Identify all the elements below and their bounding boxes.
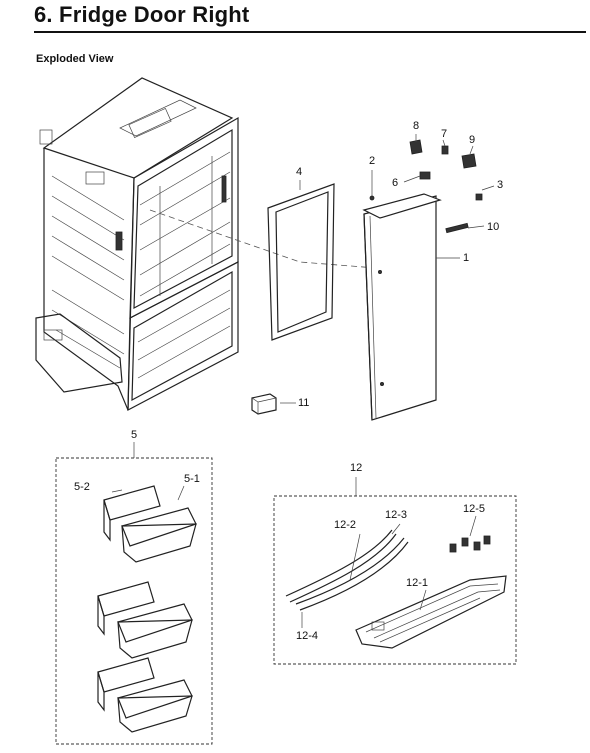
label-part-10: 10 (487, 221, 500, 233)
label-part-12: 12 (350, 462, 363, 474)
door-bins-group (55, 457, 213, 745)
part-2-screw (369, 195, 375, 201)
label-part-12-2: 12-2 (334, 519, 357, 531)
hinge-parts (369, 139, 483, 234)
label-part-8: 8 (413, 120, 420, 132)
fridge-door (362, 193, 442, 421)
title-rule (34, 31, 586, 33)
label-part-6: 6 (392, 177, 399, 189)
label-part-11: 11 (298, 397, 310, 409)
exploded-view-heading: Exploded View (36, 53, 114, 65)
label-part-1: 1 (463, 252, 470, 264)
refrigerator-cabinet (35, 77, 239, 412)
part-8-hinge (409, 139, 423, 155)
label-part-3: 3 (497, 179, 504, 191)
label-part-12-1: 12-1 (406, 577, 429, 589)
label-part-7: 7 (441, 128, 448, 140)
label-part-2: 2 (369, 155, 376, 167)
part-9-hinge (461, 153, 477, 169)
label-part-9: 9 (469, 134, 476, 146)
page-title: 6. Fridge Door Right (34, 2, 250, 27)
label-part-12-4: 12-4 (296, 630, 319, 642)
label-part-5-1: 5-1 (184, 473, 200, 485)
label-part-5: 5 (131, 429, 138, 441)
part-10-spring (445, 222, 469, 234)
assembly-guide-line (149, 209, 377, 269)
water-line-group (273, 495, 517, 665)
part-6-cap (419, 171, 431, 180)
leader-lines (133, 134, 495, 496)
part-11-block (251, 393, 277, 415)
door-gasket (267, 183, 335, 341)
label-part-4: 4 (296, 166, 303, 178)
part-3-screw (475, 193, 483, 201)
label-part-5-2: 5-2 (74, 481, 90, 493)
label-part-12-5: 12-5 (463, 503, 486, 515)
part-7-clip (441, 145, 449, 155)
label-part-12-3: 12-3 (385, 509, 408, 521)
